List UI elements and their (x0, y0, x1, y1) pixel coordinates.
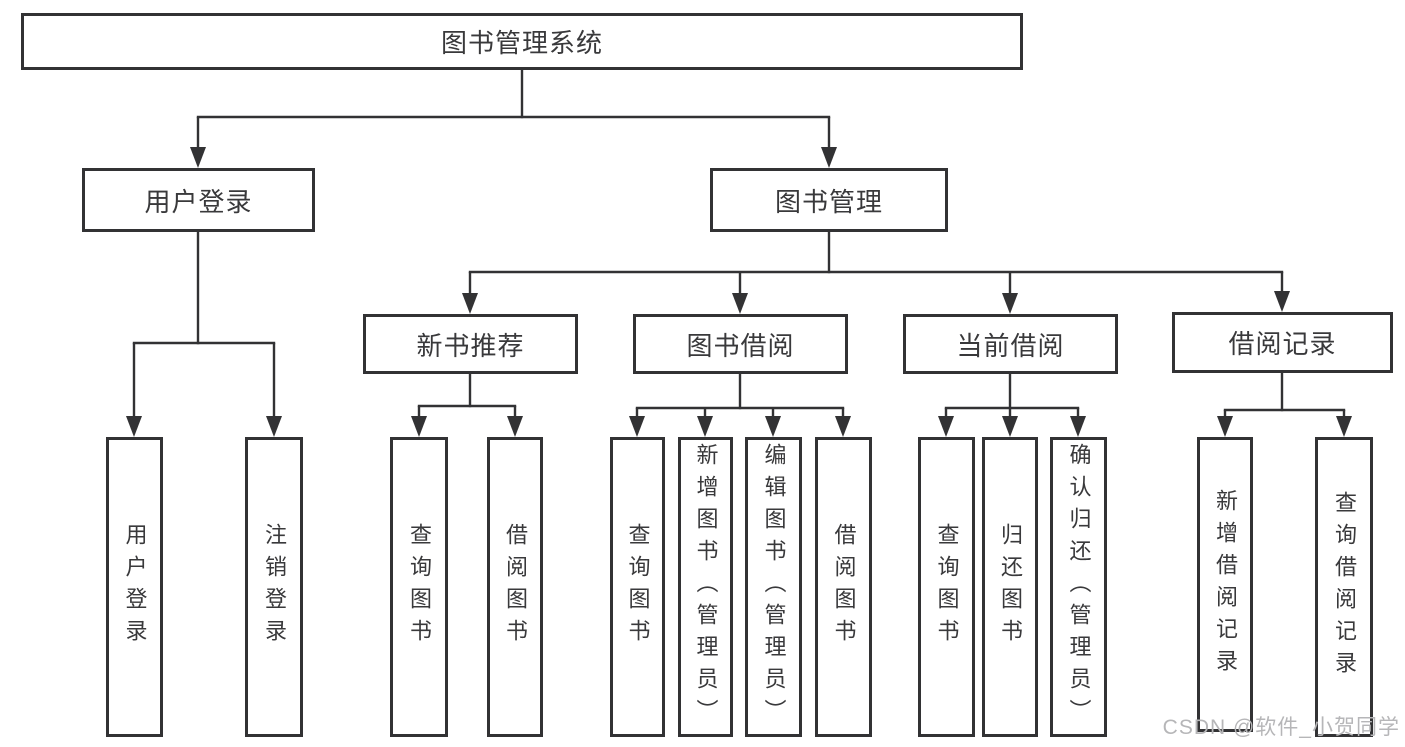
leaf-confirm-return-admin: 确认归还（管理员） (1050, 437, 1107, 737)
leaf-query-books: 查询图书 (610, 437, 665, 737)
leaf-borrow-books: 借阅图书 (815, 437, 872, 737)
node-book-borrowing: 图书借阅 (633, 314, 848, 374)
leaf-user-login: 用户登录 (106, 437, 163, 737)
node-borrowing-records: 借阅记录 (1172, 312, 1393, 373)
node-user-login: 用户登录 (82, 168, 315, 232)
leaf-return-books: 归还图书 (982, 437, 1038, 737)
leaf-query-books: 查询图书 (918, 437, 975, 737)
leaf-query-borrow-record: 查询借阅记录 (1315, 437, 1373, 737)
node-library-system: 图书管理系统 (21, 13, 1023, 70)
leaf-add-borrow-record: 新增借阅记录 (1197, 437, 1253, 732)
leaf-edit-book-admin: 编辑图书（管理员） (745, 437, 802, 737)
leaf-logout: 注销登录 (245, 437, 303, 737)
node-book-management: 图书管理 (710, 168, 948, 232)
leaf-query-books: 查询图书 (390, 437, 448, 737)
node-new-book-recommend: 新书推荐 (363, 314, 578, 374)
node-current-borrowing: 当前借阅 (903, 314, 1118, 374)
csdn-watermark: CSDN @软件_小贺同学 (1162, 716, 1400, 739)
leaf-borrow-books: 借阅图书 (487, 437, 543, 737)
leaf-add-book-admin: 新增图书（管理员） (678, 437, 733, 737)
